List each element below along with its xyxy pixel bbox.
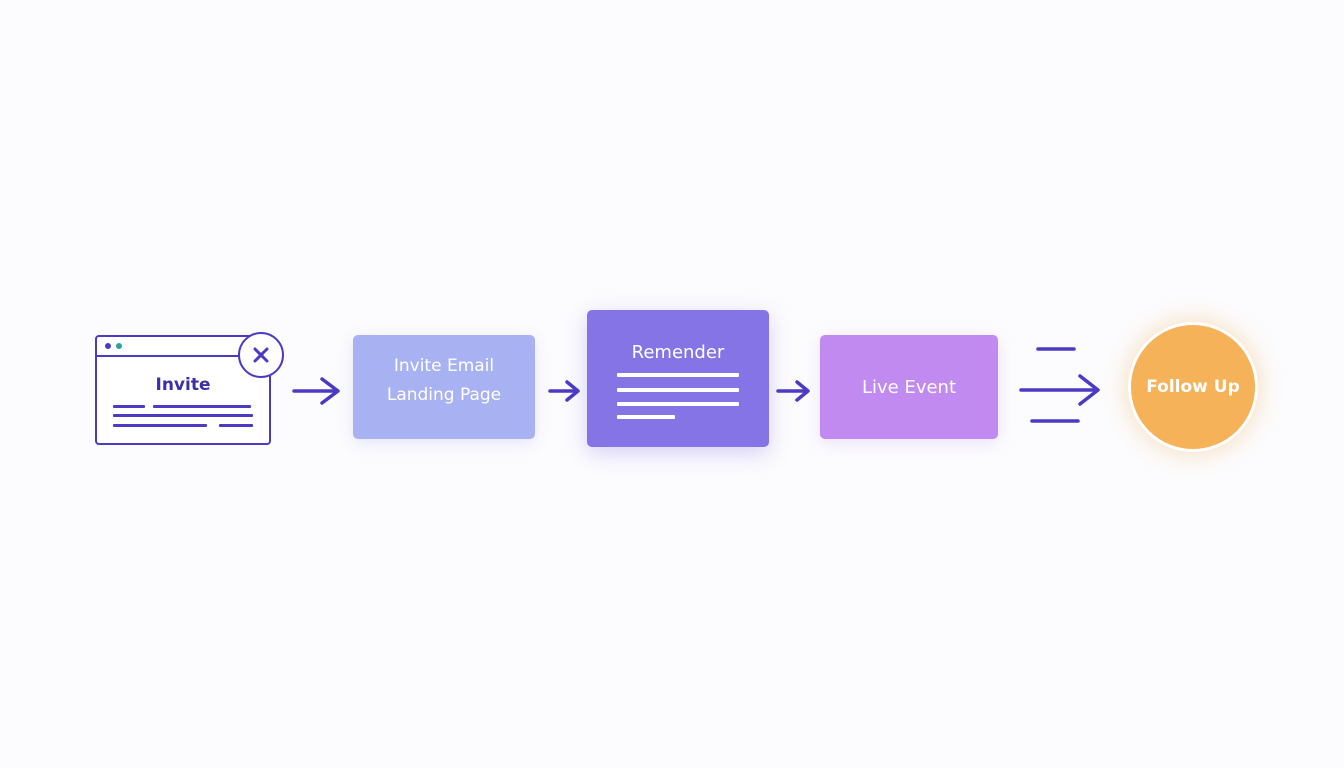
arrow-right-icon [292, 373, 342, 409]
arrow-right-icon [1018, 340, 1108, 430]
arrow-right-icon [548, 376, 582, 406]
text-line [617, 388, 739, 392]
follow-up-step: Follow Up [1128, 322, 1258, 452]
reminder-label: Remender [631, 342, 725, 363]
reminder-step: Remender [587, 310, 769, 447]
text-line [153, 405, 251, 408]
text-line [617, 415, 675, 419]
live-event-label: Live Event [861, 377, 957, 398]
invite-label: Invite [155, 375, 211, 395]
text-line [617, 373, 739, 377]
text-line [617, 402, 739, 406]
window-titlebar [97, 337, 269, 357]
window-dot [105, 343, 111, 349]
text-line [113, 424, 207, 427]
follow-up-label: Follow Up [1146, 377, 1240, 397]
cross-icon [238, 332, 284, 378]
text-line [113, 414, 253, 417]
text-line [113, 405, 145, 408]
landing-page-step: Invite Email Landing Page [353, 335, 535, 439]
landing-line2: Landing Page [386, 385, 502, 405]
arrow-right-icon [776, 376, 812, 406]
window-dot [116, 343, 122, 349]
text-line [219, 424, 253, 427]
landing-line1: Invite Email [393, 356, 495, 376]
live-event-step: Live Event [820, 335, 998, 439]
